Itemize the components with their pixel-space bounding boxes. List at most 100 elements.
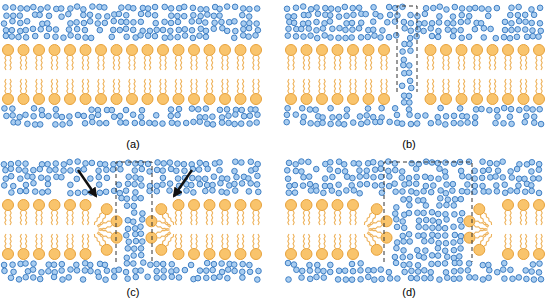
water-molecule [131,210,137,216]
water-molecule [74,268,80,274]
water-molecule [175,112,181,118]
lipid-tail [191,56,192,71]
water-molecule [22,168,28,174]
lipid-tail [474,56,475,71]
water-molecule [10,5,16,11]
water-molecule [356,5,362,11]
lipid-head [332,45,343,56]
water-molecule [217,160,223,166]
water-molecule [59,14,65,20]
water-molecule [96,274,102,280]
water-molecule [457,254,463,260]
water-molecule [379,105,385,111]
lipid-head [425,45,436,56]
lipid-tail [237,56,238,71]
lipid-tail [443,79,444,94]
water-molecule [82,121,88,127]
lipid-tail [355,211,356,226]
lipid-head [142,45,153,56]
water-molecule [182,168,188,174]
water-molecule [487,175,493,181]
water-molecule [422,275,428,281]
water-molecule [472,183,478,189]
water-molecule [422,11,428,17]
lipid-head [472,45,483,56]
water-molecule [442,233,448,239]
water-molecule [68,168,74,174]
water-molecule [523,19,529,25]
water-molecule [459,6,465,12]
water-molecule [358,268,364,274]
water-molecule [529,183,535,189]
lipid-tail [206,79,207,94]
water-molecule [502,190,508,196]
water-molecule [3,167,9,173]
lipid-tail [355,56,356,71]
lipid-head [301,249,312,260]
lipid-head [286,45,297,56]
water-molecule [181,4,187,10]
water-molecule [430,218,436,224]
water-molecule [1,162,7,168]
water-molecule [116,182,122,188]
water-molecule [480,262,486,268]
water-molecule [387,174,393,180]
water-molecule [217,107,223,113]
water-molecule [109,107,115,113]
water-molecule [458,19,464,25]
water-molecule [444,7,450,13]
water-molecule [356,26,362,32]
water-molecule [18,176,24,182]
water-molecule [341,162,347,168]
water-molecule [502,27,508,33]
water-molecule [31,180,37,186]
water-molecule [358,277,364,283]
lipid-tail [324,79,325,94]
lipid-tail [181,56,182,71]
water-molecule [516,18,522,24]
water-molecule [306,174,312,180]
lipid-tail [94,213,102,225]
water-molecule [431,5,437,11]
water-molecule [436,20,442,26]
lipid-head [381,232,392,243]
water-molecule [358,35,364,41]
water-molecule [423,113,429,119]
water-molecule [58,6,64,12]
water-molecule [402,269,408,275]
water-molecule [18,6,24,12]
water-molecule [378,161,384,167]
water-molecule [196,167,202,173]
water-molecule [323,5,329,11]
lipid-head [381,216,392,227]
lipid-head [332,94,343,105]
water-molecule [350,5,356,11]
water-molecule [415,113,421,119]
water-molecule [145,33,151,39]
water-molecule [393,189,399,195]
water-molecule [422,238,428,244]
lipid-tail [67,234,68,249]
water-molecule [205,12,211,18]
water-molecule [169,261,175,267]
lipid-head [204,94,215,105]
water-molecule [23,161,29,167]
water-molecule [232,268,238,274]
water-molecule [320,26,326,32]
lipid-tail [293,234,294,249]
water-molecule [444,202,450,208]
water-molecule [429,209,435,215]
water-molecule [321,190,327,196]
water-molecule [190,5,196,11]
water-molecule [509,27,515,33]
water-molecule [30,174,36,180]
lipid-tail [495,79,496,94]
water-molecule [458,168,464,174]
water-molecule [386,269,392,275]
water-molecule [190,175,196,181]
water-molecule [246,14,252,20]
water-molecule [344,188,350,194]
water-molecule [493,35,499,41]
lipid-tail [97,221,111,226]
water-molecule [538,276,544,282]
